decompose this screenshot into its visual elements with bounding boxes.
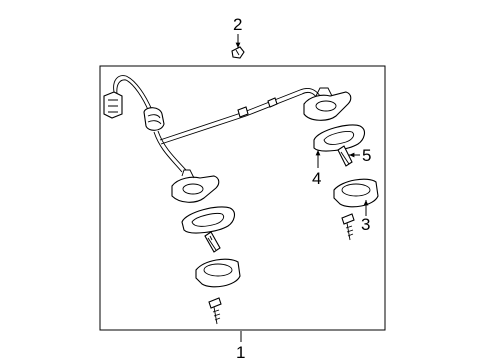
- right-bulb: [337, 145, 353, 167]
- assembly-frame: [99, 65, 386, 331]
- left-lamp-housing: [195, 258, 241, 288]
- callout-2: 2: [233, 15, 242, 34]
- callout-3: 3: [361, 215, 370, 234]
- wiring-harness: [103, 75, 352, 203]
- callout-1: 1: [236, 343, 245, 360]
- callout-5: 5: [362, 146, 371, 165]
- left-bulb: [204, 231, 221, 253]
- right-gasket: [313, 124, 366, 152]
- right-lamp-housing: [333, 178, 379, 208]
- callout-4: 4: [312, 169, 321, 188]
- left-screw: [208, 297, 222, 325]
- clip-part: [231, 46, 245, 59]
- left-gasket: [181, 206, 236, 234]
- right-screw: [341, 213, 355, 241]
